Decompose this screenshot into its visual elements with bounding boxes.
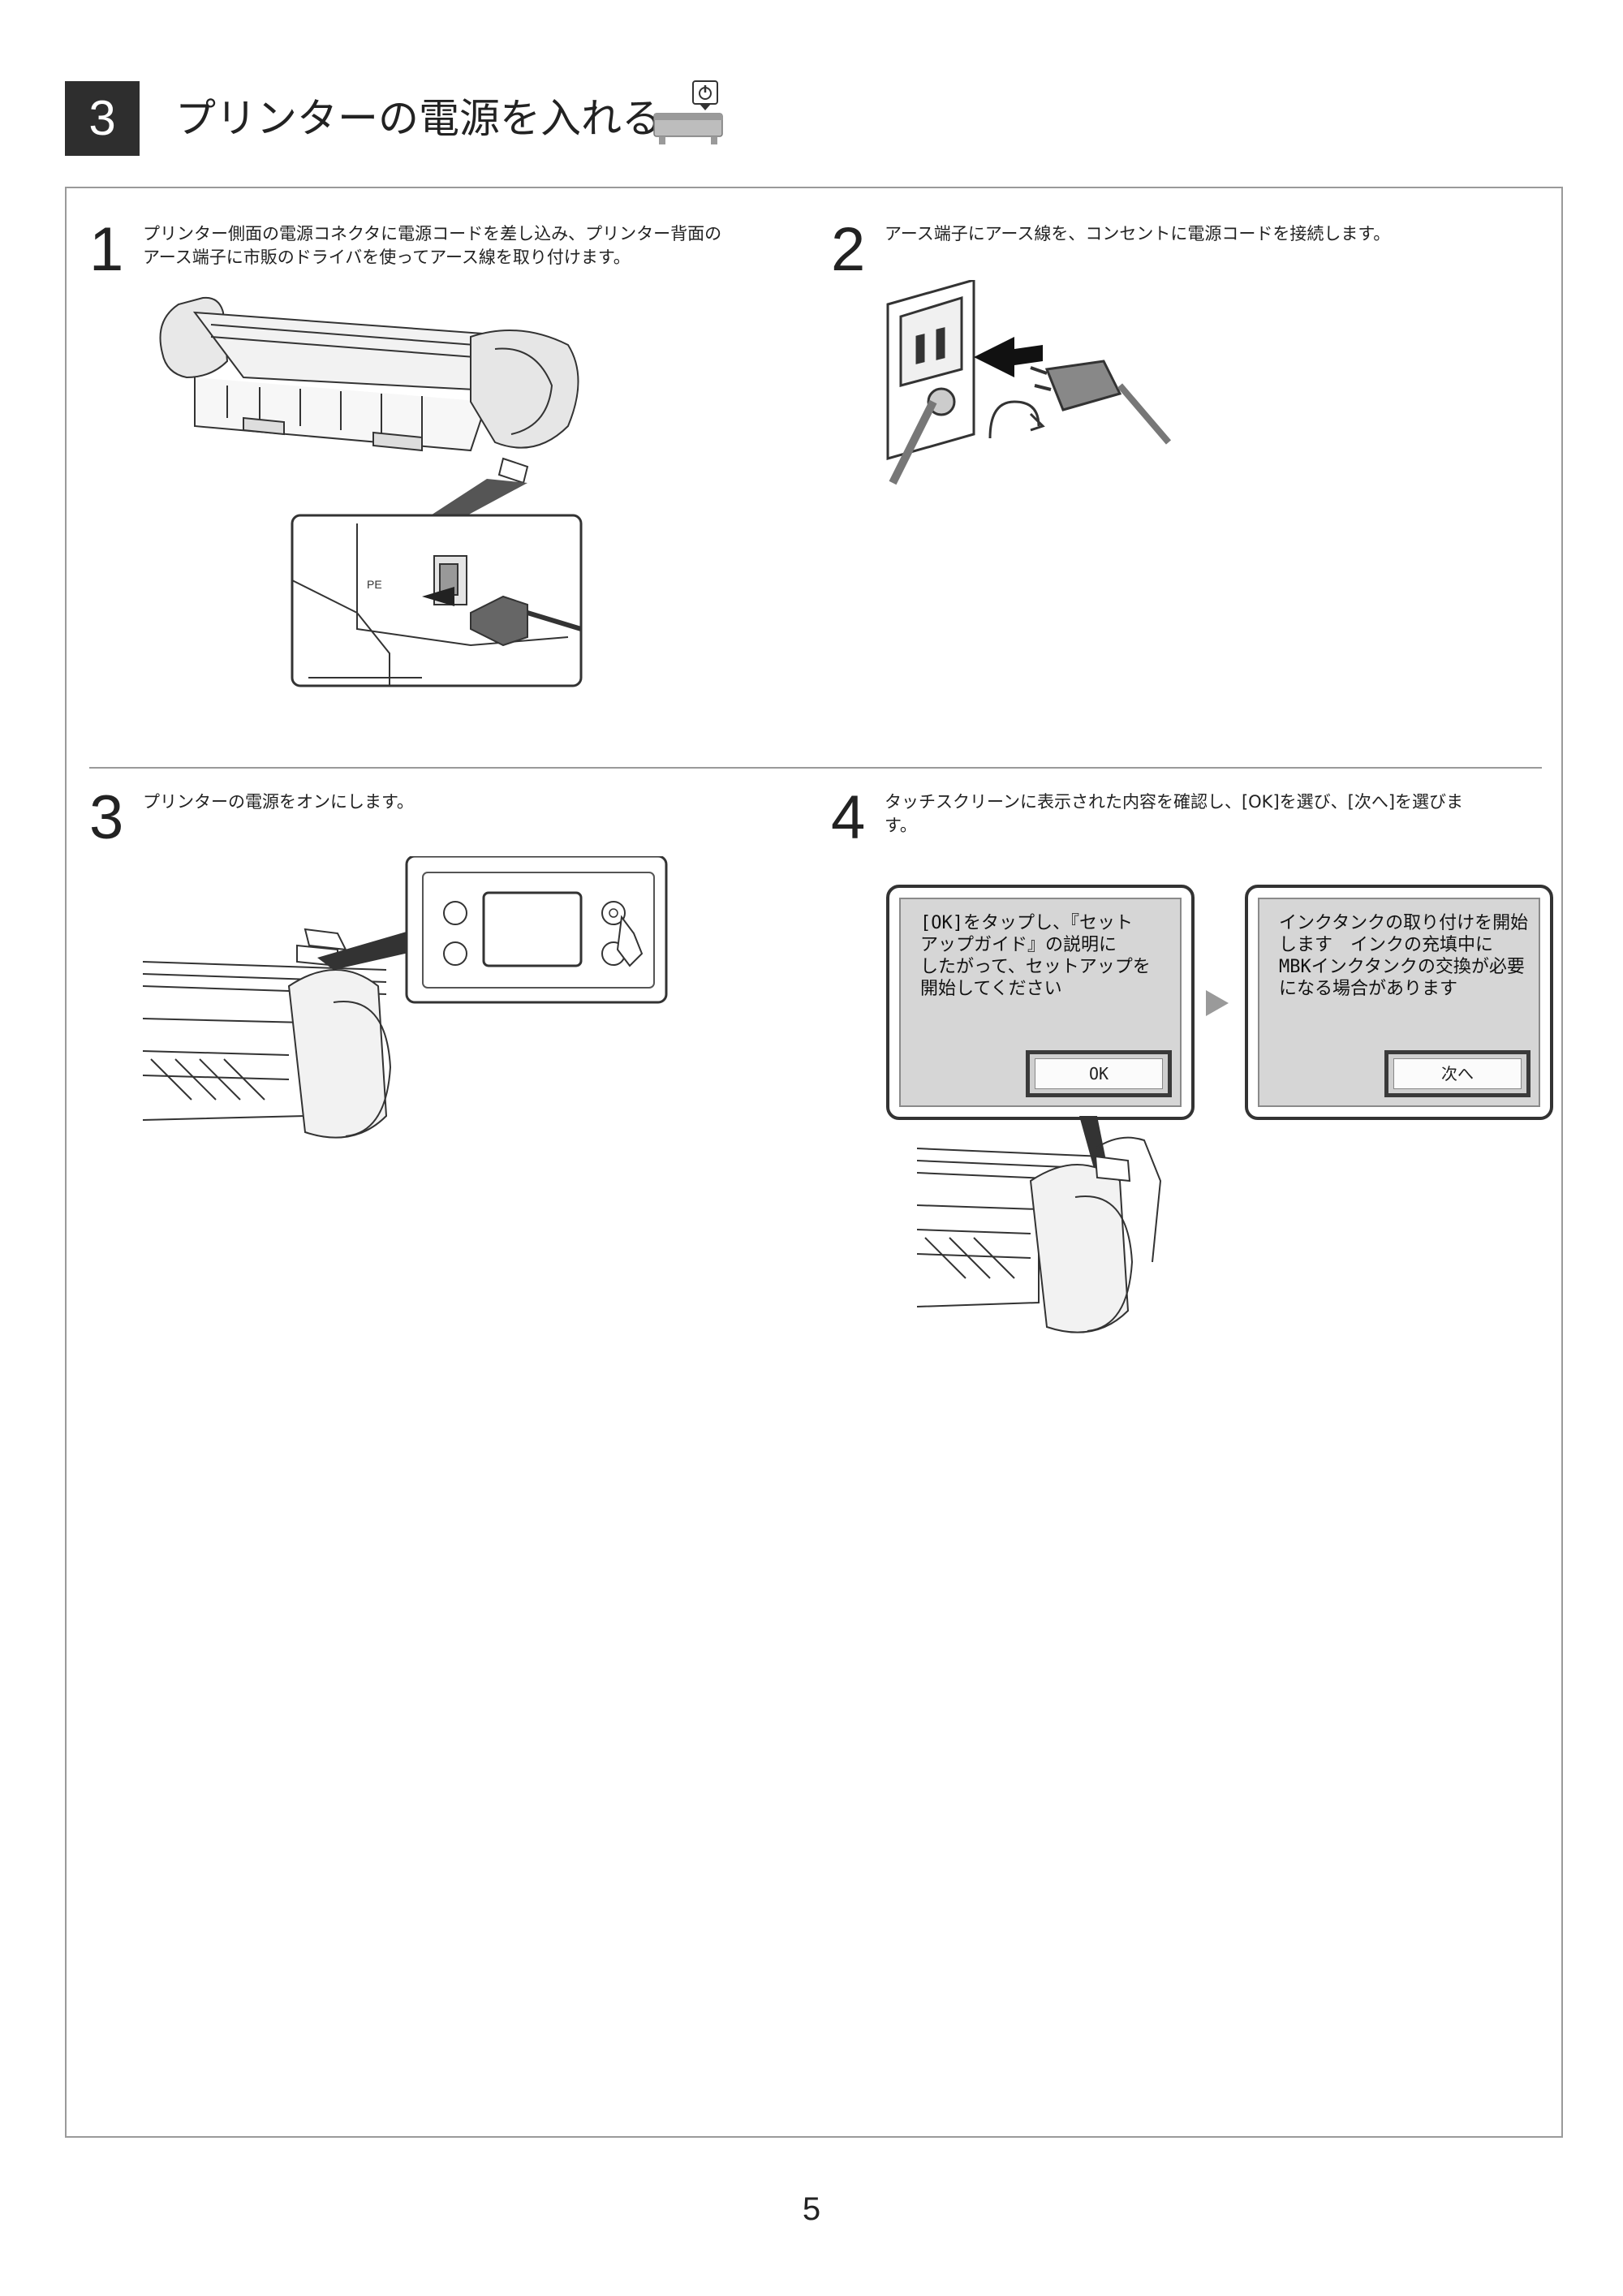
printer-panel-illustration [917,1116,1185,1359]
section-title: プリンターの電源を入れる [175,95,662,142]
next-button-highlight: 次へ [1384,1050,1530,1097]
section-number-badge: 3 [65,81,140,156]
screen-message: [OK]をタップし、『セット アップガイド』の説明に したがって、セットアップを… [920,913,1151,999]
next-button[interactable]: 次へ [1393,1058,1522,1089]
printer-power-connector-illustration: PE [146,288,601,694]
pe-label: PE [367,578,382,591]
outlet-ground-illustration [876,280,1185,499]
step-text-4: タッチスクリーンに表示された内容を確認し、[OK]を選び、[次へ]を選びま す。 [885,792,1464,835]
screen-message: インクタンクの取り付けを開始 します インクの充填中に MBKインクタンクの交換… [1279,913,1529,999]
step-number-4: 4 [831,783,866,852]
printer-power-on-illustration [143,856,678,1181]
step-number-2: 2 [831,215,866,284]
section-divider [89,767,1542,769]
step-number-3: 3 [89,783,124,852]
touchscreen-display: [OK]をタップし、『セット アップガイド』の説明に したがって、セットアップを… [899,898,1182,1107]
step-number-1: 1 [89,215,124,284]
touchscreen-next-dialog: インクタンクの取り付けを開始 します インクの充填中に MBKインクタンクの交換… [1245,885,1553,1120]
step-text-1: プリンター側面の電源コネクタに電源コードを差し込み、プリンター背面の アース端子… [143,224,722,267]
step-text-2: アース端子にアース線を、コンセントに電源コードを接続します。 [885,224,1391,243]
touchscreen-display: インクタンクの取り付けを開始 します インクの充填中に MBKインクタンクの交換… [1258,898,1540,1107]
ok-button-highlight: OK [1026,1050,1172,1097]
next-arrow-icon [1206,990,1229,1016]
page-number: 5 [802,2191,821,2227]
printer-power-icon [649,78,724,153]
content-frame [65,187,1563,2138]
step-text-3: プリンターの電源をオンにします。 [143,792,414,812]
touchscreen-ok-dialog: [OK]をタップし、『セット アップガイド』の説明に したがって、セットアップを… [886,885,1195,1120]
ok-button[interactable]: OK [1035,1058,1163,1089]
